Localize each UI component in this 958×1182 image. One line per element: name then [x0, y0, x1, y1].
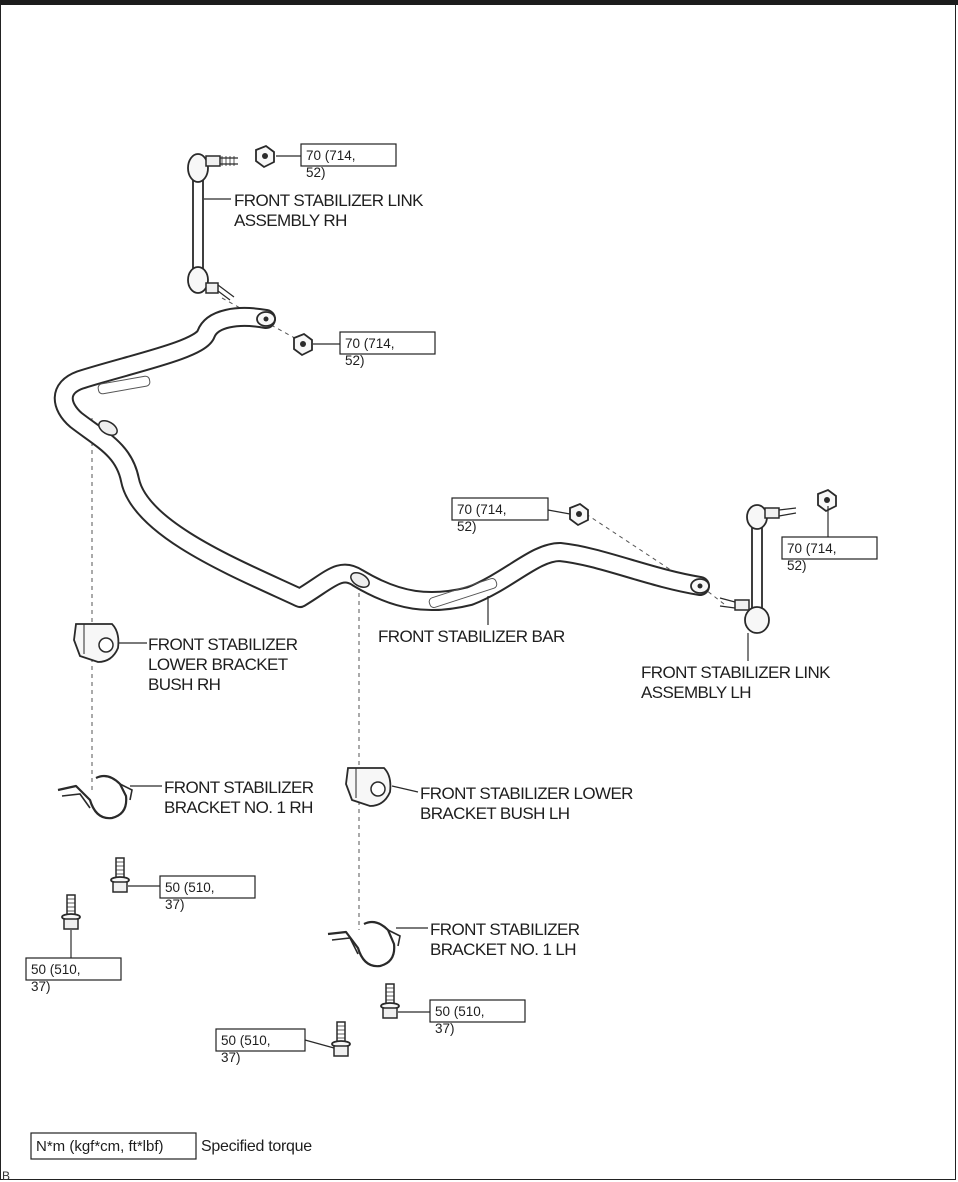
- legend-unit: N*m (kgf*cm, ft*lbf): [36, 1138, 164, 1155]
- torque-box-nut-rh-top: 70 (714, 52): [300, 143, 397, 180]
- diagram-frame: [0, 5, 956, 1180]
- torque-value: 50 (510,: [165, 880, 215, 895]
- label-line: FRONT STABILIZER LINK: [641, 663, 831, 682]
- label-line: FRONT STABILIZER LINK: [234, 191, 424, 210]
- label-bush-lh: FRONT STABILIZER LOWER BRACKET BUSH LH: [420, 784, 634, 823]
- bolt-icons: [61, 857, 400, 1057]
- label-line: FRONT STABILIZER: [430, 920, 580, 939]
- nut-lh-top-icon: [817, 488, 837, 513]
- label-bush-rh: FRONT STABILIZER LOWER BRACKET BUSH RH: [148, 635, 298, 694]
- label-line: FRONT STABILIZER LOWER: [420, 784, 633, 803]
- torque-value: 70 (714,: [306, 148, 356, 163]
- legend-description: Specified torque: [201, 1138, 312, 1155]
- bracket-lh-icon: [327, 920, 401, 968]
- leader-lines: [70, 155, 829, 1049]
- torque-box-bolt-lh-a: 50 (510, 37): [429, 999, 526, 1036]
- torque-box-nut-lh-bottom: 70 (714, 52): [451, 497, 549, 534]
- torque-value: 70 (714,: [787, 541, 837, 556]
- nut-icons: [255, 144, 837, 527]
- front-stabilizer-bar: [53, 307, 710, 612]
- torque-legend: N*m (kgf*cm, ft*lbf) Specified torque: [30, 1132, 313, 1160]
- corner-mark: B: [2, 1169, 10, 1182]
- label-bracket-lh: FRONT STABILIZER BRACKET NO. 1 LH: [430, 920, 580, 959]
- bolt-lh-b-icon: [331, 1021, 351, 1057]
- bracket-rh-icon: [57, 774, 133, 820]
- label-line: ASSEMBLY LH: [641, 683, 751, 702]
- torque-value: 50 (510,: [221, 1033, 271, 1048]
- torque-value: 50 (510,: [31, 962, 81, 977]
- torque-value-cont: 37): [165, 897, 185, 912]
- nut-rh-bottom-icon: [293, 332, 313, 357]
- label-line: ASSEMBLY RH: [234, 211, 347, 230]
- torque-box-bolt-lh-b: 50 (510, 37): [215, 1028, 306, 1065]
- torque-value-cont: 52): [306, 165, 326, 180]
- label-line: BUSH RH: [148, 675, 220, 694]
- torque-value-cont: 52): [457, 519, 477, 534]
- label-line: BRACKET NO. 1 RH: [164, 798, 313, 817]
- torque-value: 50 (510,: [435, 1004, 485, 1019]
- label-bracket-rh: FRONT STABILIZER BRACKET NO. 1 RH: [164, 778, 314, 817]
- torque-box-nut-lh-top: 70 (714, 52): [781, 536, 878, 573]
- label-line: LOWER BRACKET: [148, 655, 288, 674]
- torque-value-cont: 52): [787, 558, 807, 573]
- torque-value-cont: 52): [345, 353, 365, 368]
- torque-box-bolt-rh-a: 50 (510, 37): [159, 875, 256, 912]
- torque-box-nut-rh-bottom: 70 (714, 52): [339, 331, 436, 368]
- nut-lh-bottom-icon: [569, 502, 589, 527]
- torque-value-cont: 37): [435, 1021, 455, 1036]
- torque-value-cont: 37): [221, 1050, 241, 1065]
- bolt-lh-a-icon: [380, 983, 400, 1019]
- bush-lh-icon: [345, 767, 392, 807]
- bush-rh-icon: [73, 623, 120, 663]
- nut-rh-top-icon: [255, 144, 275, 169]
- label-line: FRONT STABILIZER: [148, 635, 298, 654]
- link-assembly-lh: [719, 504, 797, 634]
- link-assembly-rh: [187, 153, 238, 301]
- torque-value-cont: 37): [31, 979, 51, 994]
- label-line: BRACKET BUSH LH: [420, 804, 569, 823]
- label-link-assembly-rh: FRONT STABILIZER LINK ASSEMBLY RH: [234, 191, 425, 230]
- bolt-rh-b-icon: [61, 894, 81, 930]
- bolt-rh-a-icon: [110, 857, 130, 893]
- label-line: FRONT STABILIZER BAR: [378, 627, 565, 646]
- label-line: FRONT STABILIZER: [164, 778, 314, 797]
- assembly-guide-lines: [91, 297, 725, 930]
- label-stabilizer-bar: FRONT STABILIZER BAR: [378, 627, 566, 646]
- top-border-bar: [0, 0, 958, 5]
- torque-box-bolt-rh-b: 50 (510, 37): [25, 957, 122, 994]
- torque-value: 70 (714,: [345, 336, 395, 351]
- label-line: BRACKET NO. 1 LH: [430, 940, 576, 959]
- label-link-assembly-lh: FRONT STABILIZER LINK ASSEMBLY LH: [641, 663, 832, 702]
- torque-value: 70 (714,: [457, 502, 507, 517]
